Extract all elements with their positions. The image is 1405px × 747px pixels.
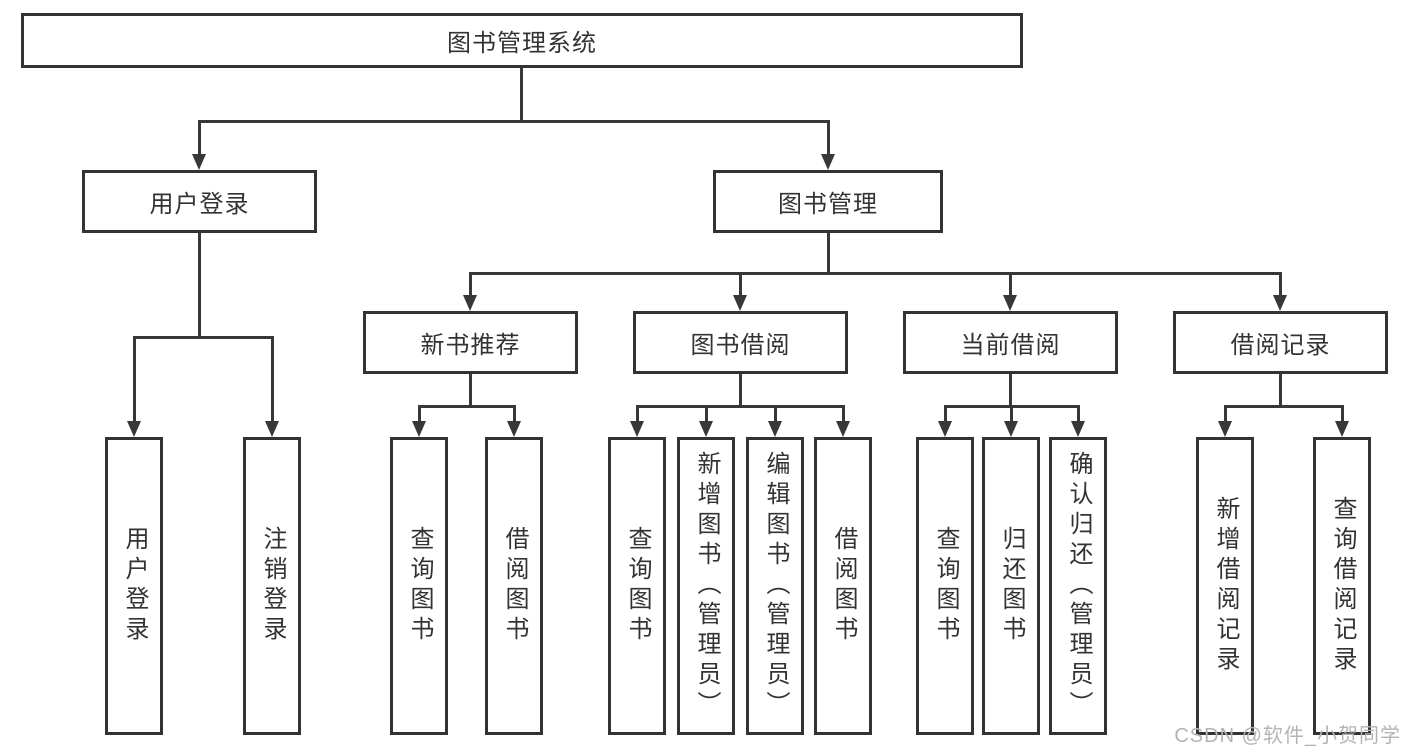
arrow-down-icon (1003, 295, 1017, 311)
connector-line (198, 120, 830, 123)
arrow-down-icon (733, 295, 747, 311)
connector-line (636, 405, 845, 408)
arrow-down-icon (938, 421, 952, 437)
leaf-borrow-books-recommend: 借阅图书 (485, 437, 543, 735)
connector-line (636, 405, 639, 425)
connector-line (842, 405, 845, 425)
connector-line (944, 405, 947, 425)
arrow-down-icon (1004, 421, 1018, 437)
leaf-query-borrow-record: 查询借阅记录 (1313, 437, 1371, 735)
connector-line (133, 336, 136, 424)
arrow-down-icon (192, 154, 206, 170)
connector-line (705, 405, 708, 425)
connector-line (513, 405, 516, 425)
arrow-down-icon (463, 295, 477, 311)
connector-line (739, 272, 742, 298)
node-library-management-system: 图书管理系统 (21, 13, 1023, 68)
arrow-down-icon (127, 421, 141, 437)
connector-line (198, 233, 201, 336)
arrow-down-icon (630, 421, 644, 437)
arrow-down-icon (1335, 421, 1349, 437)
connector-line (469, 374, 472, 407)
connector-line (133, 336, 274, 339)
arrow-down-icon (821, 154, 835, 170)
node-current-borrowing: 当前借阅 (903, 311, 1118, 374)
connector-line (1341, 405, 1344, 425)
connector-line (1010, 405, 1013, 425)
arrow-down-icon (1071, 421, 1085, 437)
csdn-watermark: CSDN @软件_小贺同学 (1174, 725, 1401, 747)
connector-line (1279, 374, 1282, 407)
connector-line (1279, 272, 1282, 298)
leaf-confirm-return-admin: 确认归还（管理员） (1049, 437, 1107, 735)
leaf-query-books-recommend: 查询图书 (390, 437, 448, 735)
connector-line (1077, 405, 1080, 425)
arrow-down-icon (412, 421, 426, 437)
connector-line (1009, 272, 1012, 298)
arrow-down-icon (699, 421, 713, 437)
connector-line (469, 272, 1281, 275)
arrow-down-icon (265, 421, 279, 437)
node-user-login-group: 用户登录 (82, 170, 317, 233)
connector-line (827, 120, 830, 158)
arrow-down-icon (1273, 295, 1287, 311)
node-borrowing-records: 借阅记录 (1173, 311, 1388, 374)
connector-line (271, 336, 274, 424)
leaf-edit-book-admin: 编辑图书（管理员） (746, 437, 804, 735)
arrow-down-icon (507, 421, 521, 437)
leaf-add-book-admin: 新增图书（管理员） (677, 437, 735, 735)
connector-line (418, 405, 421, 425)
leaf-add-borrow-record: 新增借阅记录 (1196, 437, 1254, 735)
node-new-book-recommend: 新书推荐 (363, 311, 578, 374)
leaf-return-books: 归还图书 (982, 437, 1040, 735)
arrow-down-icon (836, 421, 850, 437)
connector-line (1224, 405, 1343, 408)
connector-line (418, 405, 516, 408)
connector-line (1224, 405, 1227, 425)
leaf-query-books-borrowing: 查询图书 (608, 437, 666, 735)
connector-line (469, 272, 472, 298)
connector-line (520, 68, 523, 122)
node-book-borrowing: 图书借阅 (633, 311, 848, 374)
connector-line (1009, 374, 1012, 407)
arrow-down-icon (1218, 421, 1232, 437)
arrow-down-icon (768, 421, 782, 437)
node-book-management-group: 图书管理 (713, 170, 943, 233)
connector-line (198, 120, 201, 158)
leaf-user-login: 用户登录 (105, 437, 163, 735)
leaf-logout: 注销登录 (243, 437, 301, 735)
connector-line (827, 233, 830, 272)
connector-line (739, 374, 742, 407)
leaf-borrow-books-borrowing: 借阅图书 (814, 437, 872, 735)
connector-line (774, 405, 777, 425)
leaf-query-books-current: 查询图书 (916, 437, 974, 735)
